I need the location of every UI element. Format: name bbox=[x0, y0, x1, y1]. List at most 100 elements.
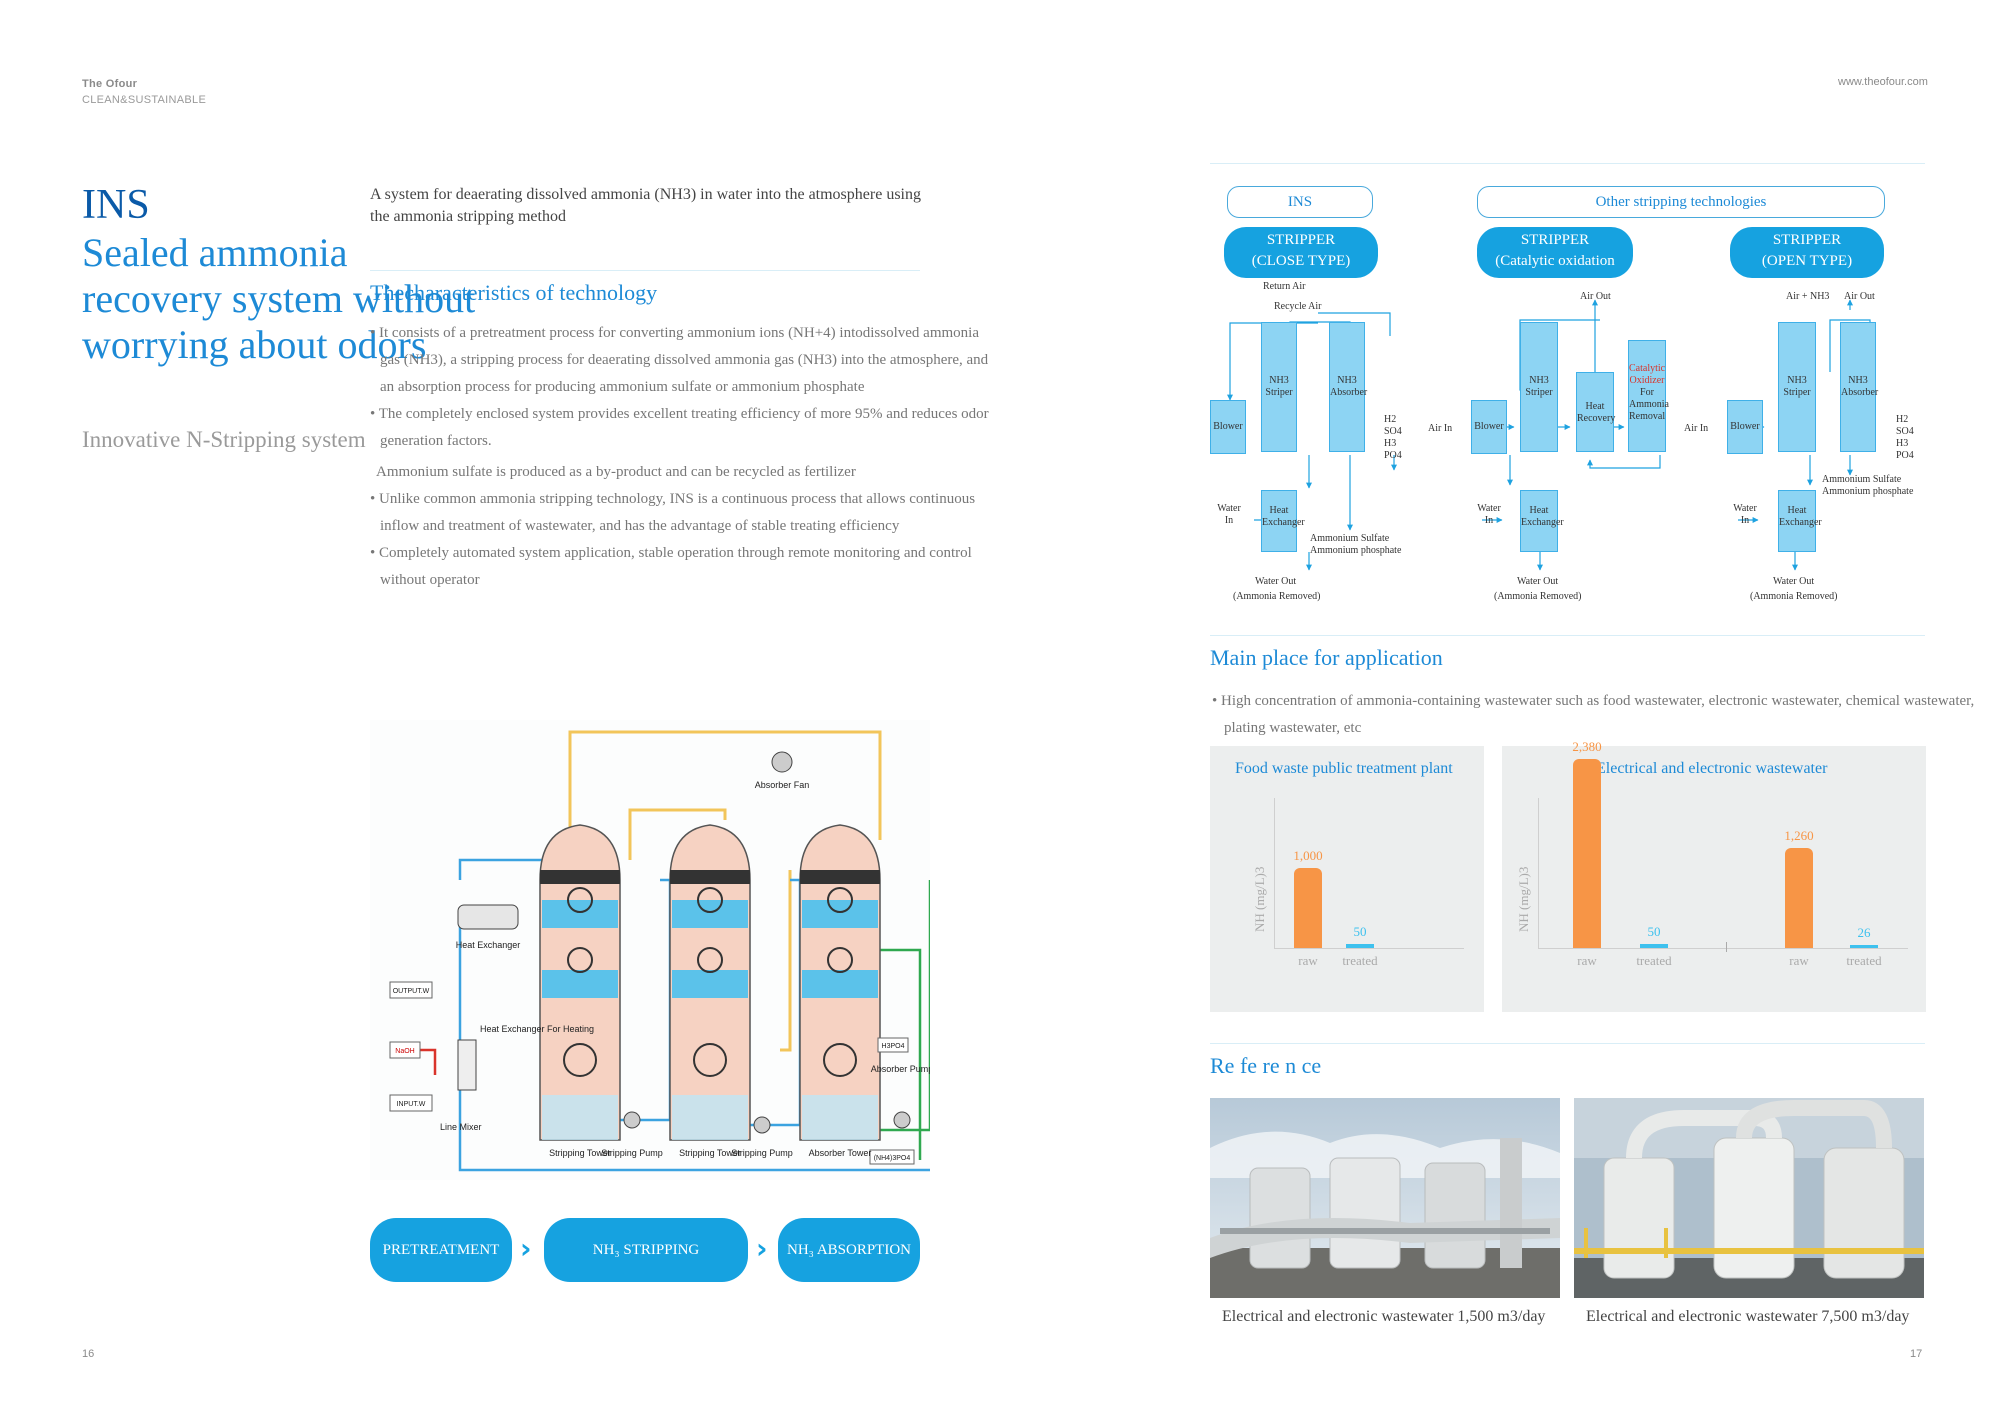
brand-block: The Ofour CLEAN&SUSTAINABLE bbox=[82, 76, 206, 108]
label-water-out: Water Out bbox=[1773, 576, 1815, 587]
tab-other-technologies: Other stripping technologies bbox=[1477, 186, 1885, 218]
characteristic-item: • The completely enclosed system provide… bbox=[370, 406, 989, 449]
stripping-tower-1 bbox=[539, 824, 621, 1141]
x-axis bbox=[1538, 948, 1908, 949]
stripper-label: STRIPPER bbox=[1266, 232, 1336, 248]
box-nh3-striper: NH3 Striper bbox=[1520, 322, 1558, 452]
website-url[interactable]: www.theofour.com bbox=[1838, 76, 1928, 88]
chart-x-label: raw bbox=[1577, 953, 1597, 968]
characteristic-item: • It consists of a pretreatment process … bbox=[370, 325, 989, 395]
chevron-right-icon: › bbox=[520, 1232, 532, 1265]
stripper-catalytic: STRIPPER (Catalytic oxidation bbox=[1477, 227, 1633, 278]
label-air-out: Air Out bbox=[1844, 291, 1875, 302]
stripper-label: STRIPPER bbox=[1520, 232, 1590, 248]
tab-ins: INS bbox=[1227, 186, 1373, 218]
box-nh3-striper: NH3 Striper bbox=[1261, 322, 1297, 452]
absorber-tower bbox=[799, 824, 881, 1141]
chart-value-label: 50 bbox=[1647, 924, 1661, 940]
label-water-out: Water Out bbox=[1255, 576, 1297, 587]
box-blower: Blower bbox=[1471, 400, 1507, 454]
box-heat-recovery: Heat Recovery bbox=[1576, 372, 1615, 452]
chart-value-label: 50 bbox=[1353, 924, 1367, 940]
reference-title: Re fe re n ce bbox=[1210, 1053, 1322, 1078]
label-recycle-air: Recycle Air bbox=[1274, 301, 1322, 312]
page-number-right: 17 bbox=[1910, 1348, 1923, 1360]
chart-bar bbox=[1785, 847, 1813, 948]
chart-x-label: treated bbox=[1636, 953, 1672, 968]
label-air-in: Air In bbox=[1684, 423, 1709, 434]
chart-bar bbox=[1573, 758, 1601, 948]
chart-panel-food-waste: Food waste public treatment plant NH (mg… bbox=[1210, 746, 1484, 1012]
characteristic-item: • Completely automated system applicatio… bbox=[370, 545, 972, 588]
chart-bar bbox=[1346, 944, 1374, 948]
box-blower: Blower bbox=[1210, 400, 1246, 454]
label-ammonia-removed: (Ammonia Removed) bbox=[1233, 591, 1321, 602]
label-line-mixer: Line Mixer bbox=[440, 1122, 482, 1132]
step-pretreatment: PRETREATMENT bbox=[370, 1218, 512, 1282]
product-code: INS bbox=[82, 182, 150, 228]
stripper-type: (OPEN TYPE) bbox=[1761, 253, 1853, 269]
label-ammonia-removed: (Ammonia Removed) bbox=[1494, 591, 1582, 602]
characteristic-item: • Unlike common ammonia stripping techno… bbox=[370, 491, 976, 534]
label-absorber-fan: Absorber Fan bbox=[755, 780, 810, 790]
label-water-in: Water In bbox=[1477, 503, 1501, 526]
label-absorber-pump: Absorber Pump bbox=[871, 1064, 930, 1074]
divider bbox=[1210, 635, 1925, 636]
application-text: • High concentration of ammonia-containi… bbox=[1212, 688, 1992, 742]
stripper-open-type: STRIPPER (OPEN TYPE) bbox=[1730, 227, 1884, 278]
intro-text: A system for deaerating dissolved ammoni… bbox=[370, 186, 921, 225]
chart-value-label: 26 bbox=[1857, 925, 1871, 940]
label-return-air: Return Air bbox=[1263, 281, 1306, 292]
plant-process-diagram: Absorber Fan Heat Exchanger OUTPUT.W NaO… bbox=[370, 720, 930, 1180]
chart-x-label: raw bbox=[1789, 953, 1809, 968]
x-axis bbox=[1274, 948, 1464, 949]
label-water-in: Water In bbox=[1217, 503, 1241, 526]
chart-x-label: treated bbox=[1342, 953, 1378, 968]
label-water-out: Water Out bbox=[1517, 576, 1559, 587]
box-nh3-absorber: NH3 Absorber bbox=[1329, 322, 1367, 452]
chevron-right-icon: › bbox=[756, 1232, 768, 1265]
chart-value-label: 1,260 bbox=[1784, 827, 1814, 843]
chart-title: Electrical and electronic wastewater bbox=[1596, 760, 1828, 777]
step-nh3-stripping: NH₃ STRIPPING bbox=[544, 1218, 748, 1282]
brand-tagline: CLEAN&SUSTAINABLE bbox=[82, 94, 207, 106]
label-chemicals: H2 SO4 H3 PO4 bbox=[1384, 414, 1402, 461]
reference-caption-2: Electrical and electronic wastewater 7,5… bbox=[1586, 1308, 1910, 1325]
label-chemicals: H2 SO4 H3 PO4 bbox=[1896, 414, 1914, 461]
chart-panel-electronic: Electrical and electronic wastewater NH … bbox=[1502, 739, 1926, 1012]
group-divider bbox=[1726, 942, 1727, 952]
application-item: • High concentration of ammonia-containi… bbox=[1212, 693, 1975, 736]
box-blower: Blower bbox=[1727, 400, 1763, 454]
label-heat-exchanger: Heat Exchanger bbox=[456, 940, 521, 950]
box-nh3-absorber: NH3 Absorber bbox=[1840, 322, 1878, 452]
reference-photo-1 bbox=[1210, 1098, 1560, 1298]
chart-value-label: 2,380 bbox=[1572, 738, 1602, 754]
y-axis bbox=[1274, 798, 1275, 948]
label-air-in: Air In bbox=[1428, 423, 1453, 434]
characteristics-list: • It consists of a pretreatment process … bbox=[370, 320, 990, 594]
chart-x-label: raw bbox=[1298, 953, 1318, 968]
stripper-label: STRIPPER bbox=[1772, 232, 1842, 248]
stripper-type: (CLOSE TYPE) bbox=[1251, 253, 1351, 269]
reference-photo-2 bbox=[1574, 1098, 1924, 1298]
label-nh4-3po4: (NH4)3PO4 bbox=[874, 1155, 911, 1162]
oxidizer-title: Catalytic Oxidizer bbox=[1629, 363, 1666, 386]
label-input-w: INPUT.W bbox=[397, 1101, 426, 1108]
page-title: Sealed ammonia recovery system without w… bbox=[82, 230, 476, 367]
chart-bar bbox=[1294, 868, 1322, 948]
chart-y-label: NH (mg/L)3 bbox=[1252, 866, 1267, 932]
chart-bar bbox=[1640, 944, 1668, 948]
y-axis bbox=[1538, 798, 1539, 948]
label-naoh: NaOH bbox=[395, 1048, 414, 1055]
box-heat-exchanger: Heat Exchanger bbox=[1778, 490, 1822, 552]
stripping-comparison-lines bbox=[1227, 299, 1873, 571]
label-air-out: Air Out bbox=[1580, 291, 1611, 302]
divider bbox=[1210, 163, 1925, 164]
label-h3po4: H3PO4 bbox=[882, 1043, 905, 1050]
label-product: Ammonium Sulfate Ammonium phosphate bbox=[1310, 533, 1402, 556]
chart-y-label: NH (mg/L)3 bbox=[1516, 866, 1531, 932]
chart-value-label: 1,000 bbox=[1293, 848, 1323, 864]
brand-name: The Ofour bbox=[82, 78, 138, 90]
box-heat-exchanger: Heat Exchanger bbox=[1261, 490, 1305, 552]
box-nh3-striper: NH3 Striper bbox=[1778, 322, 1816, 452]
